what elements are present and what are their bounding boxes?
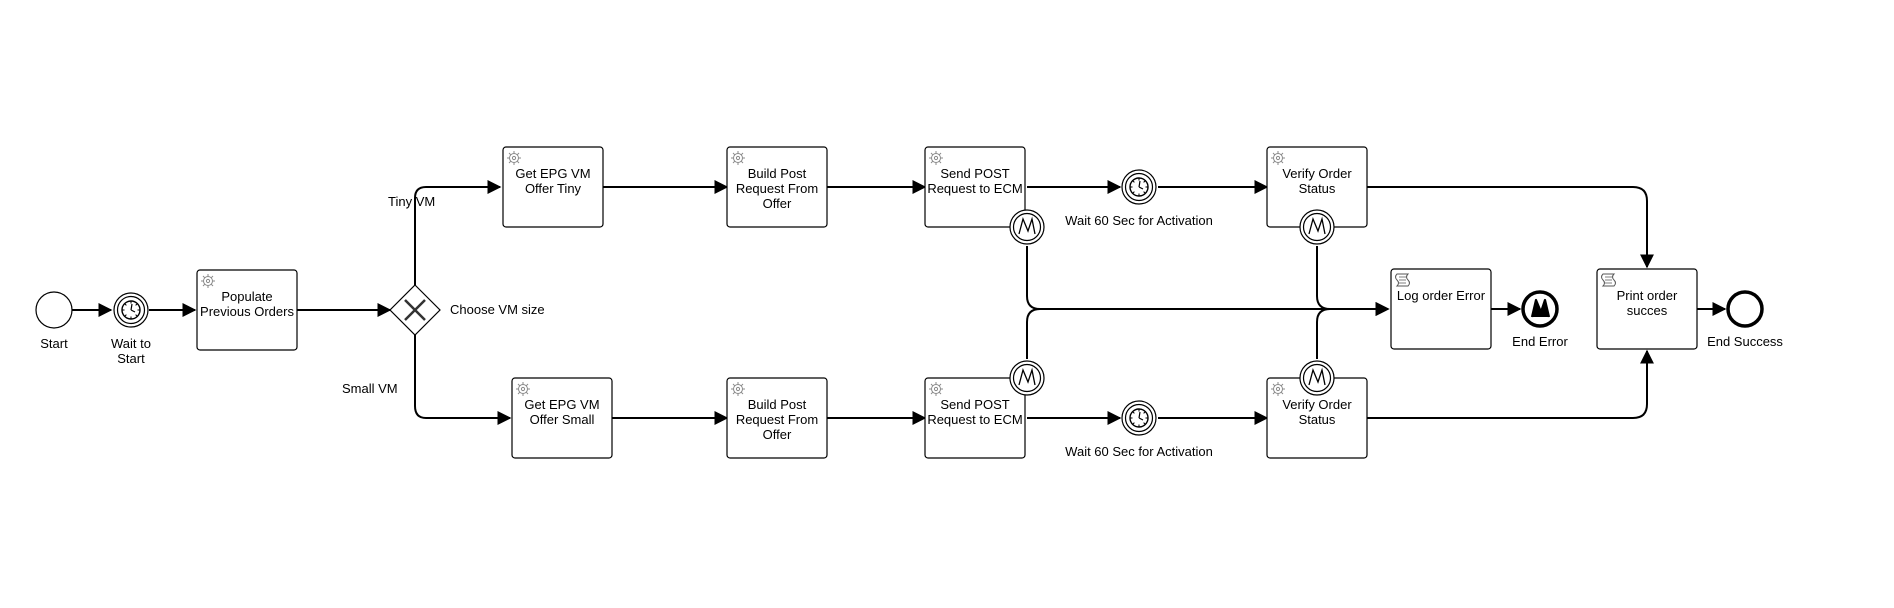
- text-line: Request From: [736, 181, 818, 196]
- timer-icon: [1121, 169, 1157, 205]
- text-line: Build Post: [748, 166, 807, 181]
- text-line: Offer Small: [530, 412, 595, 427]
- error-end-icon: [1530, 298, 1551, 318]
- text-line: Wait to: [111, 336, 151, 351]
- text-line: Offer: [763, 196, 792, 211]
- text-line: Verify Order: [1282, 166, 1352, 181]
- text-line: Status: [1299, 181, 1336, 196]
- text-line: Request to ECM: [927, 412, 1022, 427]
- timer-label: Wait 60 Sec for Activation: [1065, 444, 1213, 459]
- gateway-label: Choose VM size: [450, 302, 545, 317]
- sequence-flows: [72, 180, 1727, 425]
- error-boundary-event-icon[interactable]: [1299, 360, 1335, 396]
- flow-error-send-tiny-to-log: [1026, 246, 1390, 316]
- end-error-event[interactable]: End Error: [1512, 290, 1568, 349]
- end-success-event[interactable]: End Success: [1707, 290, 1783, 349]
- start-event-label: Start: [40, 336, 68, 351]
- error-boundary-event-icon[interactable]: [1009, 360, 1045, 396]
- text-line: Get EPG VM: [515, 166, 590, 181]
- flow-error-verify-tiny-to-log: [1316, 246, 1390, 316]
- text-line: Build Post: [748, 397, 807, 412]
- gateway-choose-vm-size[interactable]: Choose VM size Tiny VM Small VM: [342, 194, 545, 396]
- text-line: Status: [1299, 412, 1336, 427]
- end-error-label: End Error: [1512, 334, 1568, 349]
- text-line: Send POST: [940, 166, 1009, 181]
- timer-icon: [1121, 400, 1157, 436]
- branch-label-tiny: Tiny VM: [388, 194, 435, 209]
- text-line: Request From: [736, 412, 818, 427]
- flow-error-send-small-to-log: [1026, 302, 1390, 359]
- task-label: Log order Error: [1397, 288, 1486, 303]
- end-success-label: End Success: [1707, 334, 1783, 349]
- flow-verify-tiny-to-print: [1367, 186, 1654, 269]
- flow-verify-small-to-print: [1367, 349, 1654, 419]
- branch-label-small: Small VM: [342, 381, 398, 396]
- gateway-x-icon: [404, 299, 426, 321]
- timer-wait-60-small[interactable]: Wait 60 Sec for Activation: [1065, 400, 1213, 459]
- flow-error-verify-small-to-log: [1316, 302, 1390, 359]
- start-event-circle[interactable]: [35, 291, 73, 329]
- timer-wait-60-tiny[interactable]: Wait 60 Sec for Activation: [1065, 169, 1213, 228]
- text-line: Offer: [763, 427, 792, 442]
- flow-gateway-to-small: [414, 335, 512, 425]
- timer-label: Wait 60 Sec for Activation: [1065, 213, 1213, 228]
- text-line: Start: [117, 351, 145, 366]
- task-log-order-error[interactable]: Log order Error: [1390, 268, 1492, 350]
- text-line: Send POST: [940, 397, 1009, 412]
- text-line: Previous Orders: [200, 304, 294, 319]
- text-line: Offer Tiny: [525, 181, 582, 196]
- text-line: succes: [1627, 303, 1668, 318]
- end-event-circle[interactable]: [1726, 290, 1764, 328]
- text-line: Request to ECM: [927, 181, 1022, 196]
- flow-gateway-to-tiny: [414, 180, 502, 285]
- error-boundary-event-icon[interactable]: [1299, 209, 1335, 245]
- text-line: Populate: [221, 289, 272, 304]
- text-line: Print order: [1617, 288, 1678, 303]
- text-line: Get EPG VM: [524, 397, 599, 412]
- error-boundary-event-icon[interactable]: [1009, 209, 1045, 245]
- timer-icon: [113, 292, 149, 328]
- start-event[interactable]: Start: [35, 291, 73, 351]
- text-line: Verify Order: [1282, 397, 1352, 412]
